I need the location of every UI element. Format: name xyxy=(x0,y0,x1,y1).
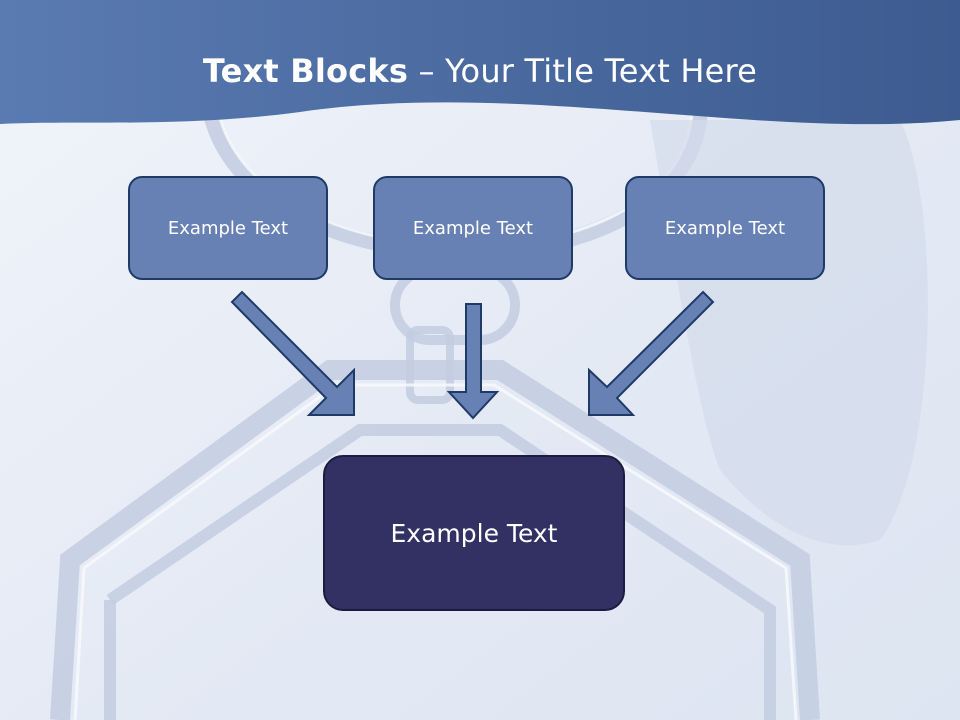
text-block-right[interactable]: Example Text xyxy=(625,176,825,280)
arrow-right xyxy=(588,290,715,416)
title-rest: – Your Title Text Here xyxy=(408,52,758,90)
text-block-bottom[interactable]: Example Text xyxy=(323,455,625,611)
title-bold: Text Blocks xyxy=(202,52,409,90)
header-band xyxy=(0,0,960,125)
text-block-left[interactable]: Example Text xyxy=(128,176,328,280)
text-block-center[interactable]: Example Text xyxy=(373,176,573,280)
arrow-left xyxy=(230,290,355,416)
arrow-center xyxy=(446,303,500,420)
slide-title: Text Blocks – Your Title Text Here xyxy=(0,52,960,90)
